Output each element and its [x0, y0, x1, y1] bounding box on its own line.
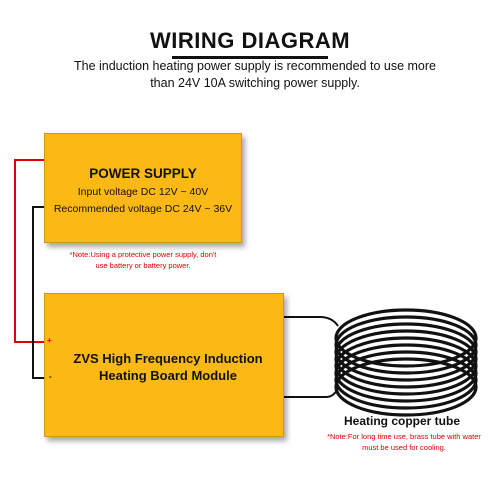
power-supply-note-line-2: use battery or battery power.: [95, 261, 191, 270]
board-title: ZVS High Frequency Induction Heating Boa…: [59, 350, 277, 384]
subtitle-line-1: The induction heating power supply is re…: [73, 59, 436, 73]
power-supply-note: *Note:Using a protective power supply, d…: [58, 249, 228, 271]
coil-turn: [334, 336, 478, 396]
power-supply-box: POWER SUPPLY Input voltage DC 12V ~ 40V …: [44, 133, 242, 243]
coil-turn: [334, 329, 478, 389]
board-title-line-1: ZVS High Frequency Induction: [73, 351, 263, 366]
coil-lead-bottom: [282, 387, 339, 398]
coil-turn: [334, 350, 478, 410]
coil-turn: [334, 315, 478, 375]
power-supply-note-line-1: *Note:Using a protective power supply, d…: [69, 250, 217, 259]
plus-terminal-label: +: [47, 336, 52, 345]
copper-tube-note: *Note:For long time use, brass tube with…: [318, 431, 490, 453]
power-supply-title: POWER SUPPLY: [89, 166, 197, 181]
coil-turn: [334, 308, 478, 368]
minus-terminal-label: -: [49, 372, 52, 381]
diagram-subtitle: The induction heating power supply is re…: [60, 58, 450, 92]
heating-copper-tube-coil: [334, 308, 478, 417]
coil-turn: [334, 343, 478, 403]
recommended-voltage-text: Recommended voltage DC 24V ~ 36V: [53, 203, 233, 215]
diagram-title: WIRING DIAGRAM: [149, 28, 351, 53]
coil-turn: [334, 357, 478, 417]
subtitle-line-2: than 24V 10A switching power supply.: [150, 76, 360, 90]
negative-wire: [32, 206, 44, 379]
zvs-board-box: ZVS High Frequency Induction Heating Boa…: [44, 293, 284, 437]
coil-turn: [334, 322, 478, 382]
copper-tube-note-line-1: *Note:For long time use, brass tube with…: [327, 432, 481, 441]
title-underline: [172, 56, 328, 59]
heating-copper-tube-label: Heating copper tube: [343, 414, 460, 428]
positive-wire: [14, 159, 44, 343]
copper-tube-note-line-2: must be used for cooling.: [362, 443, 446, 452]
input-voltage-text: Input voltage DC 12V ~ 40V: [77, 186, 209, 198]
coil-lead-top: [282, 316, 339, 327]
board-title-line-2: Heating Board Module: [99, 368, 237, 383]
